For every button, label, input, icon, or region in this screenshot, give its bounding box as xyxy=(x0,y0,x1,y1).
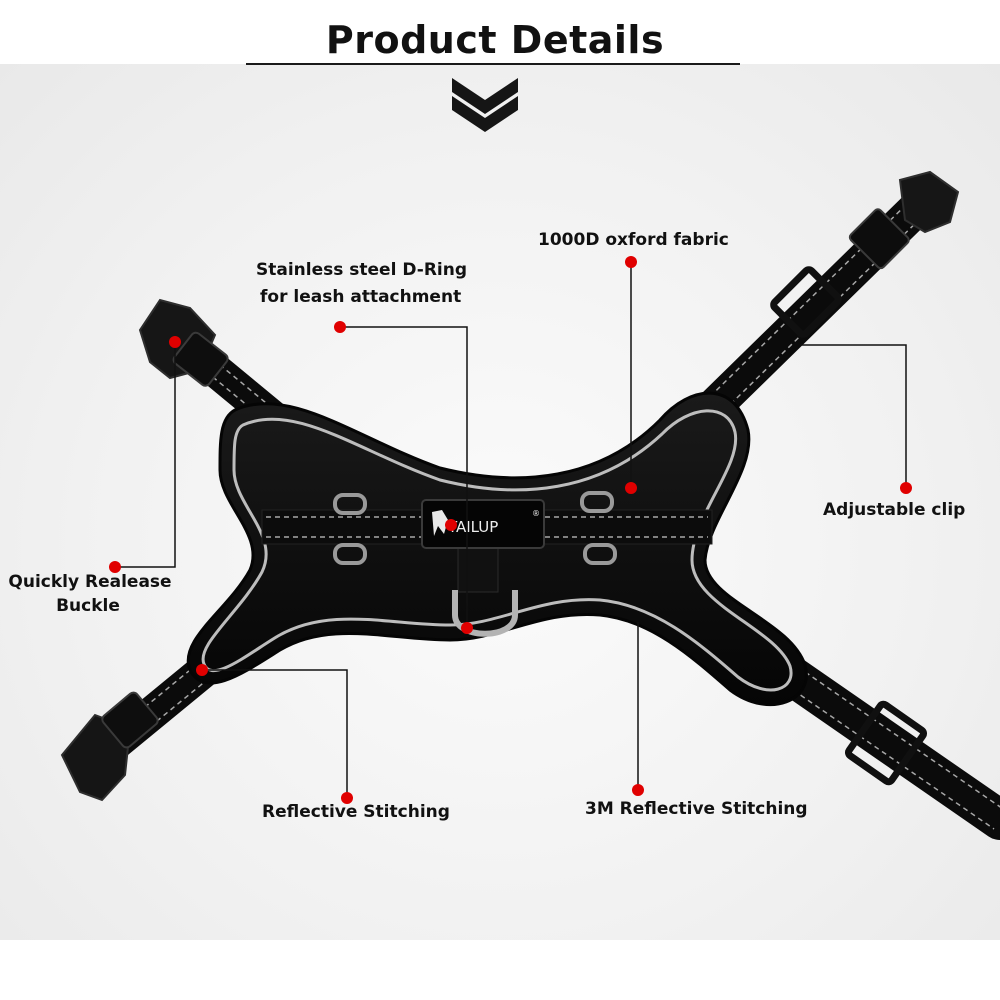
registered-mark: ® xyxy=(532,509,540,518)
brand-patch xyxy=(421,499,545,549)
leader-reflective-stitching xyxy=(202,669,348,798)
buckle-upper-right xyxy=(770,170,960,338)
label-3m-reflective-stitching: 3M Reflective Stitching xyxy=(585,799,808,819)
label-adjustable-clip: Adjustable clip xyxy=(823,500,966,520)
side-ring-right-lower xyxy=(583,543,617,565)
leader-d-ring xyxy=(340,326,468,628)
label-d-ring-line2: for leash attachment xyxy=(260,287,462,307)
d-ring-tab xyxy=(457,547,499,593)
label-buckle-line1: Quickly Realease xyxy=(8,572,172,592)
reflective-piping xyxy=(201,409,793,692)
label-d-ring-line1: Stainless steel D-Ring xyxy=(256,260,468,280)
label-reflective-stitching: Reflective Stitching xyxy=(262,802,450,822)
leader-buckle xyxy=(115,345,176,568)
stainless-d-ring xyxy=(452,590,518,637)
marker-buckle-top xyxy=(169,336,181,348)
marker-d-ring-label xyxy=(334,321,346,333)
marker-reflective-strap xyxy=(196,664,208,676)
side-ring-left xyxy=(333,493,367,515)
buckle-lower-left xyxy=(60,691,159,802)
marker-d-ring xyxy=(461,622,473,634)
double-chevron-down-icon xyxy=(452,78,518,132)
marker-reflective-label xyxy=(341,792,353,804)
marker-oxford-label xyxy=(625,256,637,268)
dog-logo-icon xyxy=(432,510,448,536)
marker-logo xyxy=(445,519,457,531)
side-ring-right xyxy=(580,491,614,513)
buckle-upper-left xyxy=(138,298,229,387)
marker-adjustable-clip xyxy=(900,482,912,494)
marker-oxford-fabric xyxy=(625,482,637,494)
label-buckle-line2: Buckle xyxy=(56,596,120,616)
brand-logo-text: TAILUP xyxy=(447,518,498,536)
leader-adjustable-clip xyxy=(800,344,907,488)
marker-3m-label xyxy=(632,784,644,796)
label-oxford-fabric: 1000D oxford fabric xyxy=(538,230,729,250)
marker-buckle-label xyxy=(109,561,121,573)
slider-lower-right xyxy=(844,700,928,786)
title-underline xyxy=(246,63,740,65)
page-title: Product Details xyxy=(325,18,665,62)
side-ring-left-lower xyxy=(333,543,367,565)
